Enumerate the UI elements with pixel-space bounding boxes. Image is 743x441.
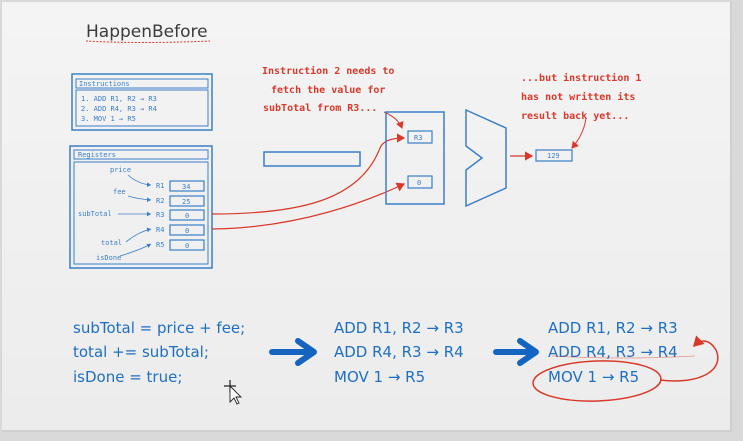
note-left: Instruction 2 needs to fetch the value f… <box>262 65 394 114</box>
code-line-2: total += subTotal; <box>73 343 209 361</box>
var-price: price <box>110 166 131 174</box>
asm-reordered-line-3: MOV 1 → R5 <box>548 368 639 386</box>
registers-box: Registers price fee subTotal total isDon… <box>69 145 213 269</box>
reg-name-r3: R3 <box>156 211 164 219</box>
var-total: total <box>101 239 122 247</box>
asm-original-line-1: ADD R1, R2 → R3 <box>334 319 464 337</box>
note-left-line-2: fetch the value for <box>271 85 385 96</box>
code-line-3: isDone = true; <box>73 368 182 386</box>
registers-header: Registers <box>78 151 116 159</box>
instructions-header: Instructions <box>79 80 130 88</box>
page-title: HappenBefore <box>86 22 208 42</box>
operand-box: R3 0 <box>385 111 445 205</box>
asm-reordered-line-2: ADD R4, R3 → R4 <box>548 343 678 361</box>
operand-a-value: R3 <box>414 134 422 142</box>
reorder-loop-arrow <box>659 335 719 382</box>
note-left-line-1: Instruction 2 needs to <box>262 65 394 77</box>
alu-result-value: 129 <box>547 152 560 160</box>
bus-bar <box>263 151 361 167</box>
note-right-line-1: ...but instruction 1 <box>521 72 641 84</box>
asm-reordered: ADD R1, R2 → R3 ADD R4, R3 → R4 MOV 1 → … <box>548 319 678 386</box>
reg-value-r4: 0 <box>185 227 189 235</box>
instruction-line-2: 2. ADD R4, R3 → R4 <box>81 105 157 113</box>
reg-name-r4: R4 <box>156 226 164 234</box>
reg-name-r2: R2 <box>156 197 164 205</box>
reg-value-r5: 0 <box>185 242 189 250</box>
var-fee: fee <box>113 188 126 196</box>
var-isdone: isDone <box>96 254 121 262</box>
note-right-line-3: result back yet... <box>521 111 629 122</box>
instructions-box: Instructions 1. ADD R1, R2 → R3 2. ADD R… <box>71 73 213 131</box>
operand-b-value: 0 <box>417 179 421 187</box>
mov-highlight-circle <box>532 360 662 402</box>
reg-name-r5: R5 <box>156 241 164 249</box>
var-subtotal: subTotal <box>78 210 112 218</box>
instruction-line-3: 3. MOV 1 → R5 <box>81 115 136 123</box>
transform-arrow-2 <box>493 338 539 366</box>
asm-original-line-3: MOV 1 → R5 <box>334 368 425 386</box>
asm-original-line-2: ADD R4, R3 → R4 <box>334 343 464 361</box>
reg-value-r1: 34 <box>182 183 190 191</box>
asm-reordered-line-1: ADD R1, R2 → R3 <box>548 319 678 337</box>
code-line-1: subTotal = price + fee; <box>73 319 245 337</box>
asm-original: ADD R1, R2 → R3 ADD R4, R3 → R4 MOV 1 → … <box>334 319 464 386</box>
note-left-line-3: subTotal from R3... <box>263 103 377 114</box>
source-code: subTotal = price + fee; total += subTota… <box>73 319 245 386</box>
reg-value-r2: 25 <box>182 198 190 206</box>
note-right: ...but instruction 1 has not written its… <box>521 72 641 122</box>
reg-value-r3: 0 <box>185 212 189 220</box>
reg-name-r1: R1 <box>156 182 164 190</box>
alu-shape <box>465 108 507 208</box>
instruction-line-1: 1. ADD R1, R2 → R3 <box>81 95 157 103</box>
mouse-cursor-icon <box>224 380 243 405</box>
transform-arrow-1 <box>269 338 317 366</box>
note-right-line-2: has not written its <box>521 91 635 103</box>
